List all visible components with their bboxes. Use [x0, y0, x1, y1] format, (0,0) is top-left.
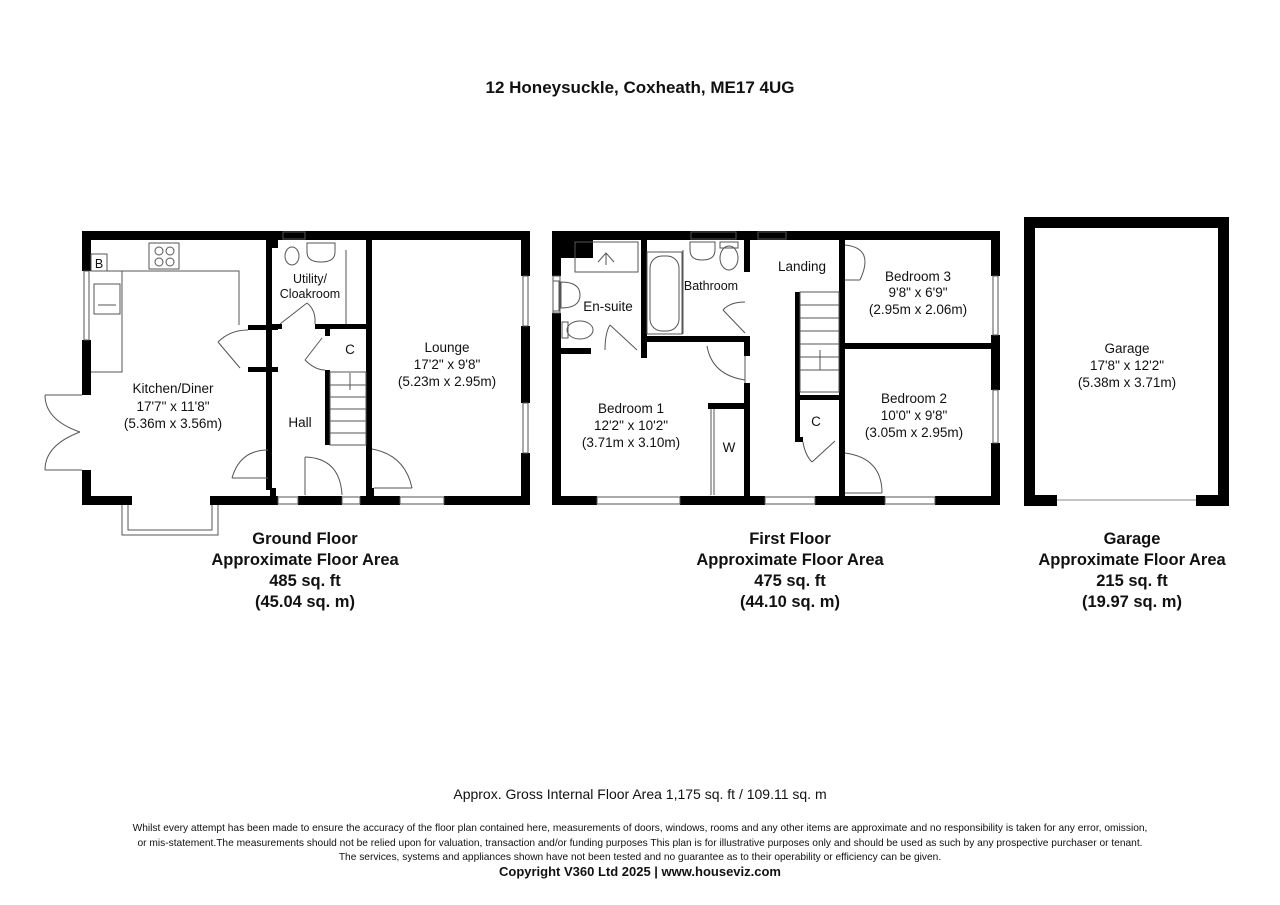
- boiler-label: B: [95, 257, 103, 271]
- area-sqft: 215 sq. ft: [1096, 572, 1168, 590]
- room-name-landing: Landing: [778, 259, 826, 274]
- area-sqft: 475 sq. ft: [754, 572, 826, 590]
- room-dim-metric-bedroom-1: (3.71m x 3.10m): [582, 435, 680, 450]
- room-dim-imperial-garage: 17'8" x 12'2": [1090, 358, 1164, 373]
- garage-plan: Garage 17'8" x 12'2" (5.38m x 3.71m): [1024, 217, 1229, 506]
- area-label: Approximate Floor Area: [1038, 551, 1226, 569]
- area-sqm: (44.10 sq. m): [740, 593, 840, 611]
- gross-internal-area: Approx. Gross Internal Floor Area 1,175 …: [453, 786, 827, 802]
- ground-floor-plan: [82, 231, 530, 505]
- copyright-notice: Copyright V360 Ltd 2025 | www.houseviz.c…: [498, 864, 781, 879]
- room-name-hall: Hall: [288, 415, 311, 430]
- first-floor-room-labels: En-suite Bathroom Landing Bedroom 3 9'8"…: [582, 259, 967, 455]
- room-dim-imperial-bedroom-2: 10'0" x 9'8": [881, 408, 948, 423]
- first-floor-plan: [552, 231, 1000, 505]
- room-dim-imperial-lounge: 17'2" x 9'8": [414, 357, 481, 372]
- room-dim-metric-bedroom-3: (2.95m x 2.06m): [869, 302, 967, 317]
- first-floor-area-caption: First Floor Approximate Floor Area 475 s…: [640, 529, 940, 613]
- room-name-bedroom-3: Bedroom 3: [885, 269, 951, 284]
- room-dim-imperial-bedroom-1: 12'2" x 10'2": [594, 418, 668, 433]
- room-name-garage: Garage: [1104, 341, 1149, 356]
- room-name-wardrobe: W: [723, 440, 736, 455]
- disclaimer-line: The services, systems and appliances sho…: [338, 852, 942, 863]
- area-sqm: (19.97 sq. m): [1082, 593, 1182, 611]
- area-label: Approximate Floor Area: [696, 551, 884, 569]
- room-name-bedroom-1: Bedroom 1: [598, 401, 664, 416]
- area-sqm: (45.04 sq. m): [255, 593, 355, 611]
- room-dim-metric-bedroom-2: (3.05m x 2.95m): [865, 425, 963, 440]
- disclaimer-line: Whilst every attempt has been made to en…: [132, 823, 1148, 834]
- room-name-bathroom: Bathroom: [684, 279, 738, 293]
- ground-floor-fixtures: [44, 231, 529, 536]
- ground-floor-area-caption: Ground Floor Approximate Floor Area 485 …: [155, 529, 455, 613]
- room-name-ensuite: En-suite: [583, 299, 633, 314]
- room-name-cloakroom: Cloakroom: [280, 287, 340, 301]
- room-name-lounge: Lounge: [424, 340, 469, 355]
- floor-name: Garage: [1103, 530, 1161, 548]
- property-address-title: 12 Honeysuckle, Coxheath, ME17 4UG: [485, 78, 795, 97]
- room-dim-imperial-kitchen: 17'7" x 11'8": [136, 399, 209, 414]
- disclaimer-line: or mis-statement.The measurements should…: [137, 837, 1143, 849]
- room-dim-metric-lounge: (5.23m x 2.95m): [398, 374, 496, 389]
- room-dim-imperial-bedroom-3: 9'8" x 6'9": [888, 285, 947, 300]
- area-sqft: 485 sq. ft: [269, 572, 341, 590]
- room-name-cupboard-first: C: [811, 414, 821, 429]
- disclaimer: Whilst every attempt has been made to en…: [0, 822, 1280, 866]
- room-name-bedroom-2: Bedroom 2: [881, 391, 947, 406]
- room-dim-metric-kitchen: (5.36m x 3.56m): [124, 416, 222, 431]
- room-name-cupboard: C: [345, 342, 355, 357]
- room-name-kitchen: Kitchen/Diner: [132, 381, 214, 396]
- floor-name: First Floor: [749, 530, 831, 548]
- room-dim-metric-garage: (5.38m x 3.71m): [1078, 375, 1176, 390]
- ground-floor-room-labels: Kitchen/Diner 17'7" x 11'8" (5.36m x 3.5…: [95, 257, 496, 431]
- first-floor-fixtures: [552, 231, 999, 505]
- floor-name: Ground Floor: [252, 530, 358, 548]
- room-name-utility: Utility/: [293, 272, 328, 286]
- area-label: Approximate Floor Area: [211, 551, 399, 569]
- garage-area-caption: Garage Approximate Floor Area 215 sq. ft…: [982, 529, 1280, 613]
